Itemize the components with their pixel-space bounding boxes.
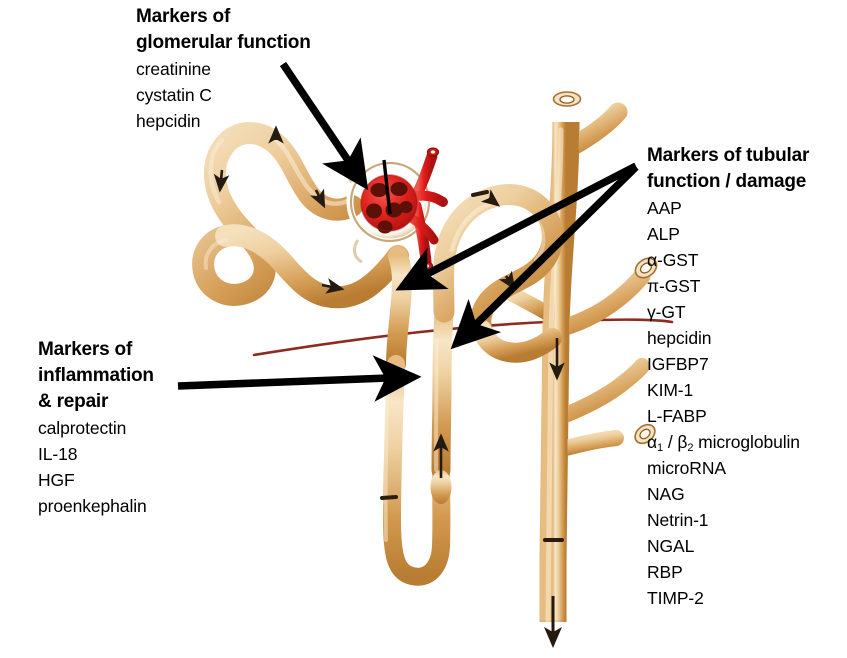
list-item: ALP [647,224,680,244]
inflammation-heading-line3: & repair [38,391,109,412]
list-item: TIMP-2 [647,588,704,608]
list-item: calprotectin [38,418,127,438]
list-item: hepcidin [136,111,201,131]
duct-opening-top [552,91,582,107]
arrow-tubular-to-distal-tubule [450,164,639,350]
inflammation-heading-line2: inflammation [38,365,154,386]
list-item: Netrin-1 [647,510,709,530]
arrow-tubular-to-proximal-tubule [395,162,638,291]
proximal-convoluted-tubule [192,121,412,374]
list-item: cystatin C [136,85,212,105]
list-item: NAG [647,484,685,504]
tubular-flow-arrows [213,125,565,478]
list-item: RBP [647,562,683,582]
glomerulus-leader-line [382,159,392,215]
list-item: IL-18 [38,444,78,464]
list-item: KIM-1 [647,380,694,400]
inflammation-heading-line1: Markers of [38,339,133,360]
list-item: π-GST [647,276,701,296]
tubular-heading-line2: function / damage [647,171,807,192]
list-item: creatinine [136,59,211,79]
list-item: α-GST [647,250,699,270]
corticomedullary-junction-line [252,318,674,357]
duct-opening-lower-right [634,423,656,445]
list-item: hepcidin [647,328,712,348]
arrow-glomerular-to-glomerulus [279,61,369,191]
glomerular-heading-line2: glomerular function [136,32,311,53]
list-item: α1 / β2 microglobulin [647,432,800,454]
pointer-arrows [177,61,639,402]
list-item: proenkephalin [38,496,147,516]
tubule-segment-ticks [380,190,564,542]
duct-opening-right [634,257,658,279]
list-item: AAP [647,198,682,218]
label-inflammation-markers: Markers of inflammation & repair calprot… [38,337,154,519]
list-item: NGAL [647,536,695,556]
list-item: microRNA [647,458,726,478]
list-item: L-FABP [647,406,707,426]
list-item: IGFBP7 [647,354,709,374]
glomerular-heading-line1: Markers of [136,6,231,27]
list-item: γ-GT [647,302,686,322]
tubular-heading-line1: Markers of tubular [647,145,810,166]
inflammation-marker-list: calprotectin IL-18 HGF proenkephalin [38,415,154,519]
list-item: HGF [38,470,75,490]
label-tubular-markers: Markers of tubular function / damage AAP… [647,143,809,611]
arrow-inflammation-to-loop [177,355,422,402]
label-glomerular-markers: Markers of glomerular function creatinin… [136,4,311,134]
glomerular-marker-list: creatinine cystatin C hepcidin [136,56,311,134]
